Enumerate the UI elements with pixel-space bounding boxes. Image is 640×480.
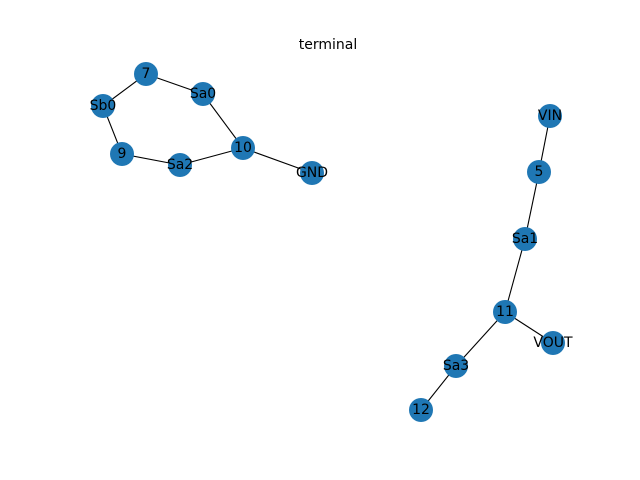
node-vin: VIN xyxy=(538,104,562,128)
node-sa0: Sa0 xyxy=(190,82,216,106)
node-label: Sa0 xyxy=(190,86,216,102)
edge-10-gnd xyxy=(242,147,313,174)
node-label: VOUT xyxy=(533,335,573,351)
node-label: Sb0 xyxy=(90,98,117,114)
node-circle xyxy=(513,227,537,251)
node-sa1: Sa1 xyxy=(512,227,538,251)
node-sa3: Sa3 xyxy=(443,354,469,378)
node-label: 10 xyxy=(234,140,252,156)
node-circle xyxy=(91,94,115,118)
node-circle xyxy=(493,300,517,324)
node-circle xyxy=(527,160,551,184)
node-gnd: GND xyxy=(296,161,328,185)
node-11: 11 xyxy=(493,300,517,324)
node-circle xyxy=(231,136,255,160)
node-7: 7 xyxy=(134,62,158,86)
node-label: Sa3 xyxy=(443,358,469,374)
node-label: 12 xyxy=(412,402,430,418)
node-circle xyxy=(444,354,468,378)
node-label: 9 xyxy=(118,146,127,162)
node-circle xyxy=(110,142,134,166)
node-label: VIN xyxy=(538,108,562,124)
node-12: 12 xyxy=(409,398,433,422)
node-label: 5 xyxy=(535,164,544,180)
node-sb0: Sb0 xyxy=(90,94,117,118)
edge-sa1-11 xyxy=(504,238,526,313)
node-label: 11 xyxy=(496,304,514,320)
node-circle xyxy=(168,153,192,177)
node-label: Sa1 xyxy=(512,231,538,247)
figure-title: terminal xyxy=(299,37,357,53)
node-label: 7 xyxy=(142,66,151,82)
node-9: 9 xyxy=(110,142,134,166)
node-10: 10 xyxy=(231,136,255,160)
node-circle xyxy=(300,161,324,185)
node-sa2: Sa2 xyxy=(167,153,193,177)
node-circle xyxy=(538,104,562,128)
node-label: Sa2 xyxy=(167,157,193,173)
node-circle xyxy=(191,82,215,106)
node-5: 5 xyxy=(527,160,551,184)
node-circle xyxy=(134,62,158,86)
node-circle xyxy=(409,398,433,422)
node-vout: VOUT xyxy=(533,331,573,355)
edge-11-sa3 xyxy=(455,311,506,367)
node-label: GND xyxy=(296,165,328,181)
node-circle xyxy=(541,331,565,355)
